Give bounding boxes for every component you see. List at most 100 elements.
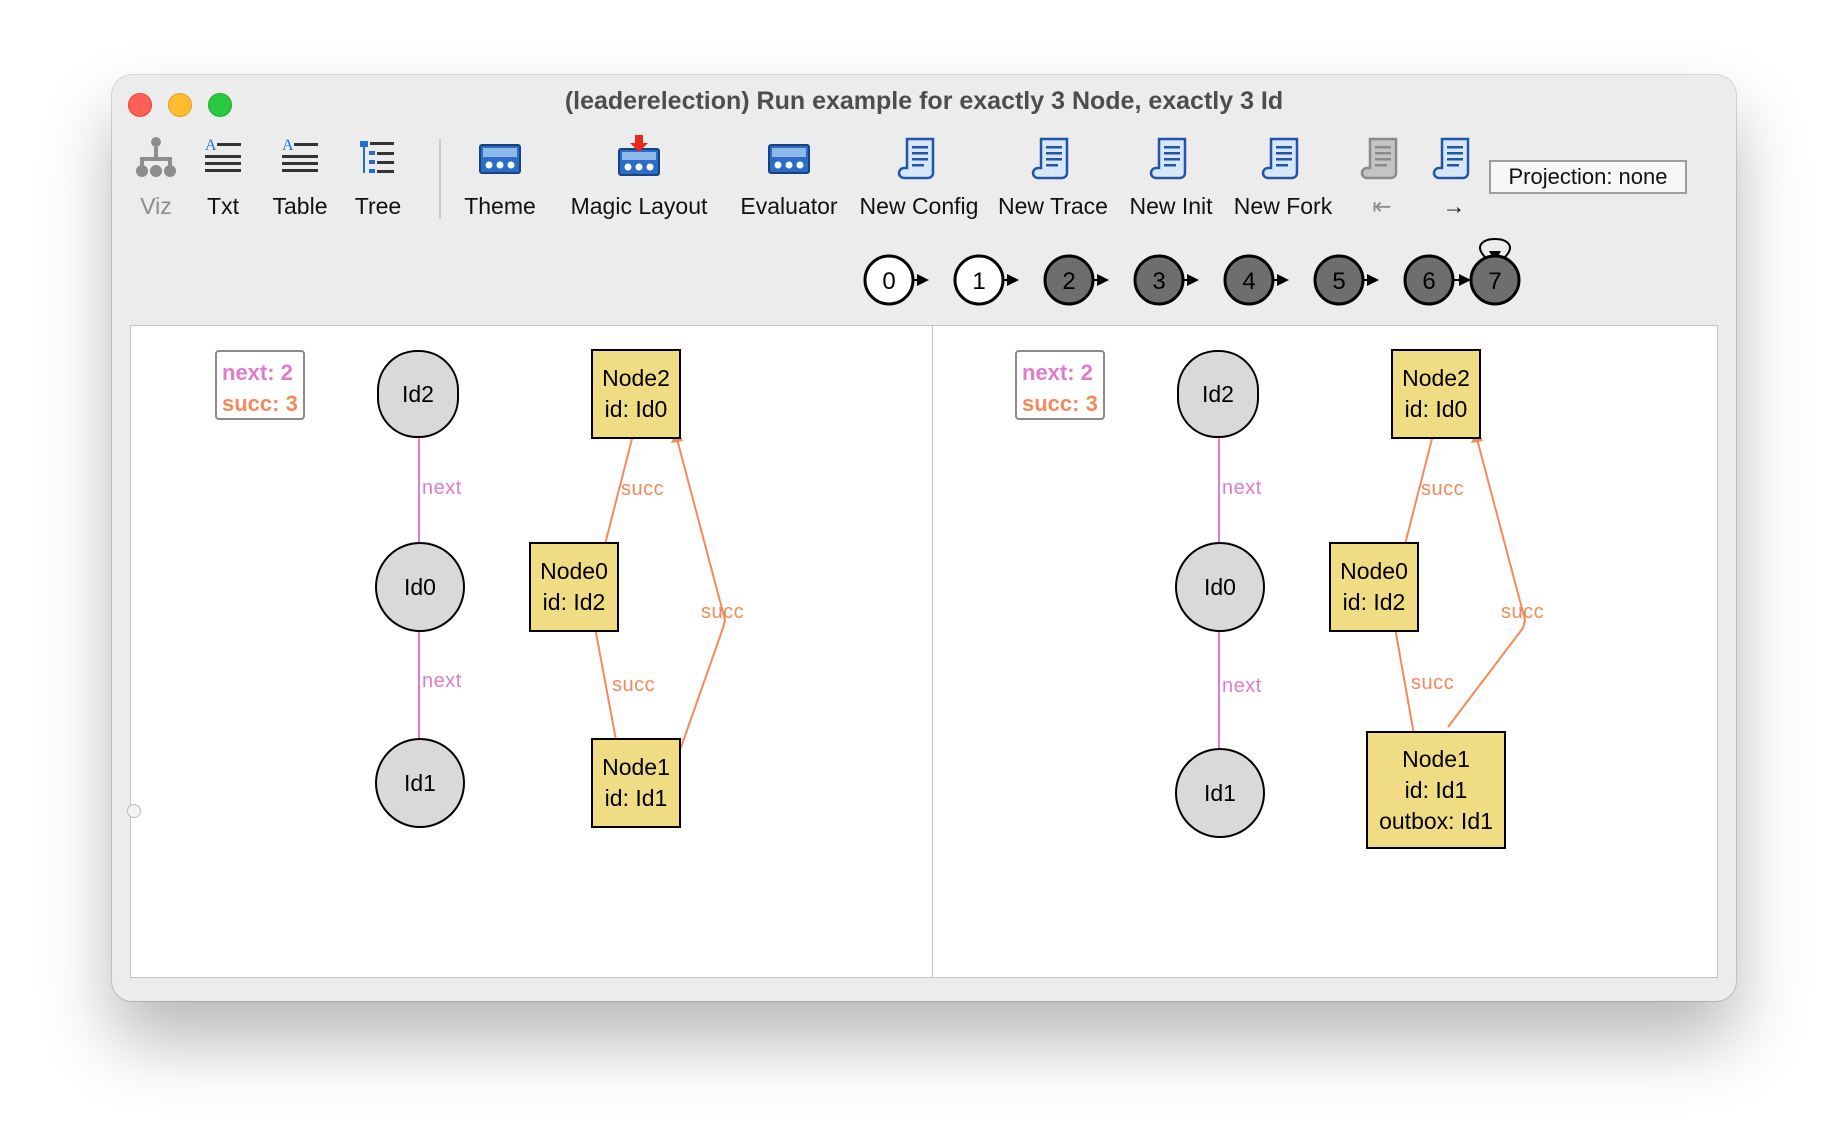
edges-right — [1214, 429, 1527, 812]
magic-layout-icon — [618, 135, 660, 176]
graph-canvas: next: 2 succ: 3 Id2 Id0 Id1 Node2 id: Id… — [127, 325, 1718, 978]
evaluator-label: Evaluator — [740, 193, 838, 219]
node-box[interactable]: Node1 id: Id1 outbox: Id1 — [1366, 731, 1506, 849]
new-fork-button[interactable]: New Fork — [1226, 135, 1340, 225]
viz-icon — [136, 137, 176, 177]
id-node[interactable]: Id1 — [1175, 748, 1265, 838]
state-1-label: 1 — [972, 268, 985, 295]
node-name: Node0 — [1340, 558, 1408, 584]
state-self-loop — [1479, 238, 1511, 258]
panel-divider[interactable] — [932, 326, 933, 977]
node-box[interactable]: Node2 id: Id0 — [591, 349, 681, 439]
scroll-icon — [1360, 137, 1398, 180]
edge-label-succ: succ — [621, 478, 665, 500]
scroll-icon — [1432, 137, 1470, 180]
viz-button[interactable]: Viz — [116, 135, 196, 225]
txt-button[interactable]: A Txt — [188, 135, 258, 225]
projection-button[interactable]: Projection: none — [1489, 160, 1687, 194]
state-2-label: 2 — [1062, 268, 1075, 295]
new-config-button[interactable]: New Config — [852, 135, 986, 225]
tree-label: Tree — [354, 193, 402, 219]
state-0[interactable]: 0 — [863, 254, 915, 306]
new-trace-button[interactable]: New Trace — [986, 135, 1120, 225]
close-button[interactable] — [128, 93, 152, 117]
state-5[interactable]: 5 — [1313, 254, 1365, 306]
legend-next: next: 2 — [222, 360, 293, 385]
state-4-label: 4 — [1242, 268, 1255, 295]
txt-label: Txt — [207, 193, 239, 219]
scroll-icon — [1149, 137, 1187, 180]
window: (leaderelection) Run example for exactly… — [112, 75, 1736, 1001]
tree-button[interactable]: Tree — [338, 135, 418, 225]
toolbar-separator — [439, 139, 441, 219]
state-6-label: 6 — [1422, 268, 1435, 295]
node-name: Node1 — [602, 754, 670, 780]
theme-icon — [479, 144, 521, 174]
state-3[interactable]: 3 — [1133, 254, 1185, 306]
node-field: outbox: Id1 — [1379, 807, 1493, 834]
state-3-label: 3 — [1152, 268, 1165, 295]
magic-layout-label: Magic Layout — [570, 193, 708, 219]
table-icon: A — [282, 137, 318, 172]
evaluator-button[interactable]: Evaluator — [726, 135, 852, 225]
state-panel-left: next: 2 succ: 3 Id2 Id0 Id1 Node2 id: Id… — [131, 326, 931, 977]
edge-label-next: next — [422, 477, 462, 499]
state-1[interactable]: 1 — [953, 254, 1005, 306]
node-name: Node1 — [1402, 745, 1470, 772]
split-handle[interactable] — [127, 804, 141, 818]
edge-label-next: next — [422, 670, 462, 692]
node-field: id: Id0 — [1404, 396, 1468, 422]
state-panel-right: next: 2 succ: 3 Id2 Id0 Id1 Node2 id: Id… — [933, 326, 1733, 977]
node-box[interactable]: Node1 id: Id1 — [591, 738, 681, 828]
node-field: id: Id1 — [604, 785, 668, 811]
id-node[interactable]: Id0 — [375, 542, 465, 632]
title-bar: (leaderelection) Run example for exactly… — [112, 75, 1736, 131]
state-5-label: 5 — [1332, 268, 1345, 295]
edge-label-succ: succ — [612, 674, 656, 696]
id-node[interactable]: Id0 — [1175, 542, 1265, 632]
evaluator-icon — [768, 144, 810, 174]
scroll-icon — [1261, 137, 1299, 180]
legend: next: 2 succ: 3 — [215, 350, 305, 420]
state-6[interactable]: 6 — [1403, 254, 1455, 306]
minimize-button[interactable] — [168, 93, 192, 117]
node-box[interactable]: Node0 id: Id2 — [1329, 542, 1419, 632]
edge-label-succ: succ — [1411, 672, 1455, 694]
table-button[interactable]: A Table — [260, 135, 340, 225]
new-fork-label: New Fork — [1233, 193, 1333, 219]
node-field: id: Id0 — [604, 396, 668, 422]
new-init-button[interactable]: New Init — [1116, 135, 1226, 225]
node-name: Node2 — [602, 365, 670, 391]
node-box[interactable]: Node2 id: Id0 — [1391, 349, 1481, 439]
id-node[interactable]: Id2 — [1177, 350, 1259, 438]
new-init-label: New Init — [1129, 193, 1213, 219]
legend-next: next: 2 — [1022, 360, 1093, 385]
edge-label-next: next — [1222, 477, 1262, 499]
legend-succ: succ: 3 — [222, 391, 298, 416]
tree-icon — [360, 141, 394, 173]
scroll-icon — [1031, 137, 1069, 180]
magic-layout-button[interactable]: Magic Layout — [552, 135, 726, 225]
legend: next: 2 succ: 3 — [1015, 350, 1105, 420]
txt-icon: A — [205, 137, 241, 172]
svg-text:A: A — [282, 137, 294, 154]
state-2[interactable]: 2 — [1043, 254, 1095, 306]
node-field: id: Id2 — [1342, 589, 1406, 615]
state-7-label: 7 — [1488, 268, 1501, 295]
theme-button[interactable]: Theme — [450, 135, 550, 225]
scroll-icon — [897, 137, 935, 180]
state-0-label: 0 — [882, 268, 895, 295]
id-node[interactable]: Id2 — [377, 350, 459, 438]
node-field: id: Id1 — [1404, 776, 1468, 803]
node-box[interactable]: Node0 id: Id2 — [529, 542, 619, 632]
edges-left — [414, 429, 727, 809]
edge-label-succ: succ — [701, 601, 745, 623]
state-4[interactable]: 4 — [1223, 254, 1275, 306]
edge-label-succ: succ — [1501, 601, 1545, 623]
next-state-button[interactable]: → — [1424, 135, 1484, 225]
maximize-button[interactable] — [208, 93, 232, 117]
state-7[interactable]: 7 — [1469, 254, 1521, 306]
id-node[interactable]: Id1 — [375, 738, 465, 828]
first-state-button[interactable]: ⇤ — [1352, 135, 1412, 225]
legend-succ: succ: 3 — [1022, 391, 1098, 416]
